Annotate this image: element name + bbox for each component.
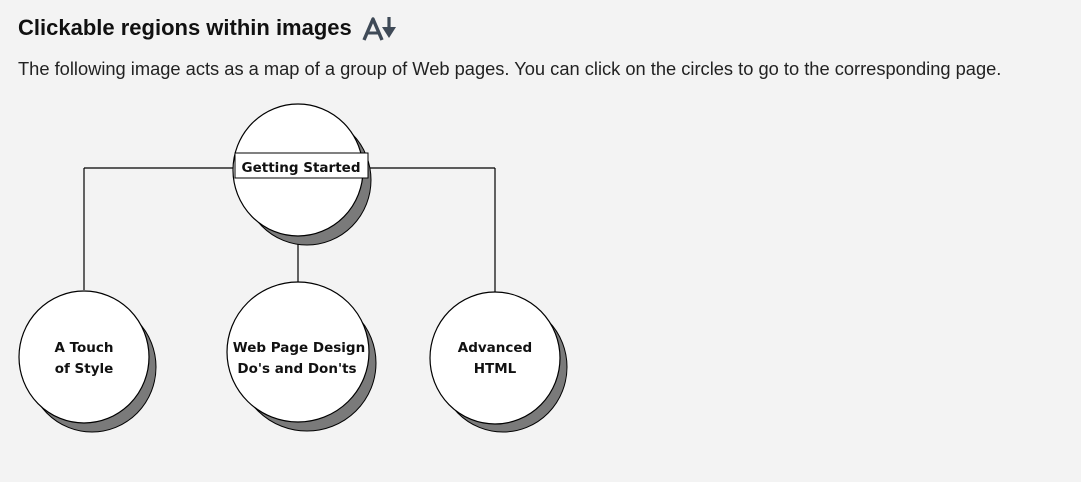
node-label-web-page-design: Web Page Design — [233, 340, 365, 356]
node-advanced-html[interactable]: Advanced HTML — [429, 291, 568, 433]
node-web-page-design[interactable]: Web Page Design Do's and Don'ts — [226, 281, 377, 432]
node-label-of-style: of Style — [55, 361, 114, 377]
section-description: The following image acts as a map of a g… — [18, 58, 1002, 79]
site-map-image: Getting Started A Touch of Style Web Pag… — [18, 103, 568, 433]
connector-lines — [83, 167, 496, 292]
section-heading: Clickable regions within images — [18, 13, 398, 43]
node-label-getting-started: Getting Started — [242, 160, 361, 176]
section-title: Clickable regions within images — [18, 15, 352, 40]
node-label-html: HTML — [474, 361, 517, 377]
node-getting-started[interactable]: Getting Started — [232, 103, 372, 246]
node-label-box — [234, 152, 369, 179]
node-label-advanced: Advanced — [458, 340, 532, 356]
node-label-dos-and-donts: Do's and Don'ts — [237, 361, 356, 377]
node-a-touch-of-style[interactable]: A Touch of Style — [18, 290, 157, 433]
node-label-a-touch: A Touch — [54, 340, 113, 356]
sort-download-icon[interactable] — [362, 14, 398, 42]
